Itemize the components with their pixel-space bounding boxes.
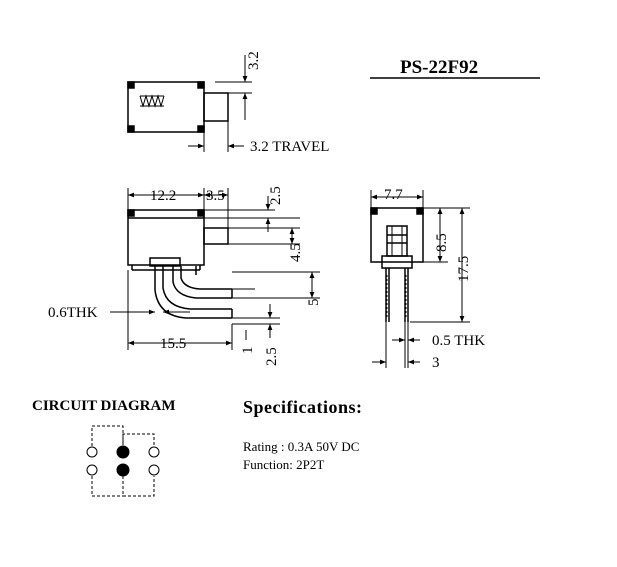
dim-bottom-2: 2.5 <box>264 347 280 366</box>
spec-rating: Rating : 0.3A 50V DC <box>243 439 360 454</box>
dim-actuator: 3.5 <box>206 188 225 204</box>
common-terminal-bottom <box>116 463 130 477</box>
dim-length: 15.5 <box>160 336 186 352</box>
dim-actuator-height: 4.5 <box>288 243 304 262</box>
side-view <box>127 209 233 319</box>
top-view <box>127 81 229 133</box>
dim-thickness: 0.6THK <box>48 305 98 321</box>
common-terminal-top <box>116 445 130 459</box>
dim-total-height: 17.5 <box>456 256 472 282</box>
spring-icon <box>139 94 165 108</box>
dim-bottom-1: 1 <box>240 347 256 355</box>
dim-pin-thickness: 0.5 THK <box>432 333 485 349</box>
part-number-title: PS-22F92 <box>400 57 478 78</box>
side-view-dims <box>110 188 320 350</box>
dim-travel: 3.2 TRAVEL <box>250 139 329 155</box>
dim-pin-spacing: 5 <box>306 299 322 307</box>
dim-top-height: 3.2 <box>246 51 262 70</box>
end-view <box>370 207 424 322</box>
dim-body-width: 12.2 <box>150 188 176 204</box>
dim-top: 2.5 <box>268 186 284 205</box>
circuit-diagram <box>86 425 160 497</box>
spec-function: Function: 2P2T <box>243 457 325 472</box>
end-view-dims <box>370 190 470 368</box>
dim-end-width: 7.7 <box>384 187 403 203</box>
circuit-diagram-title: CIRCUIT DIAGRAM <box>32 398 176 414</box>
specifications-title: Specifications: <box>243 397 363 417</box>
top-view-dims <box>188 55 252 152</box>
dim-pin-offset: 3 <box>432 355 440 371</box>
dim-inner-height: 8.5 <box>434 233 450 252</box>
